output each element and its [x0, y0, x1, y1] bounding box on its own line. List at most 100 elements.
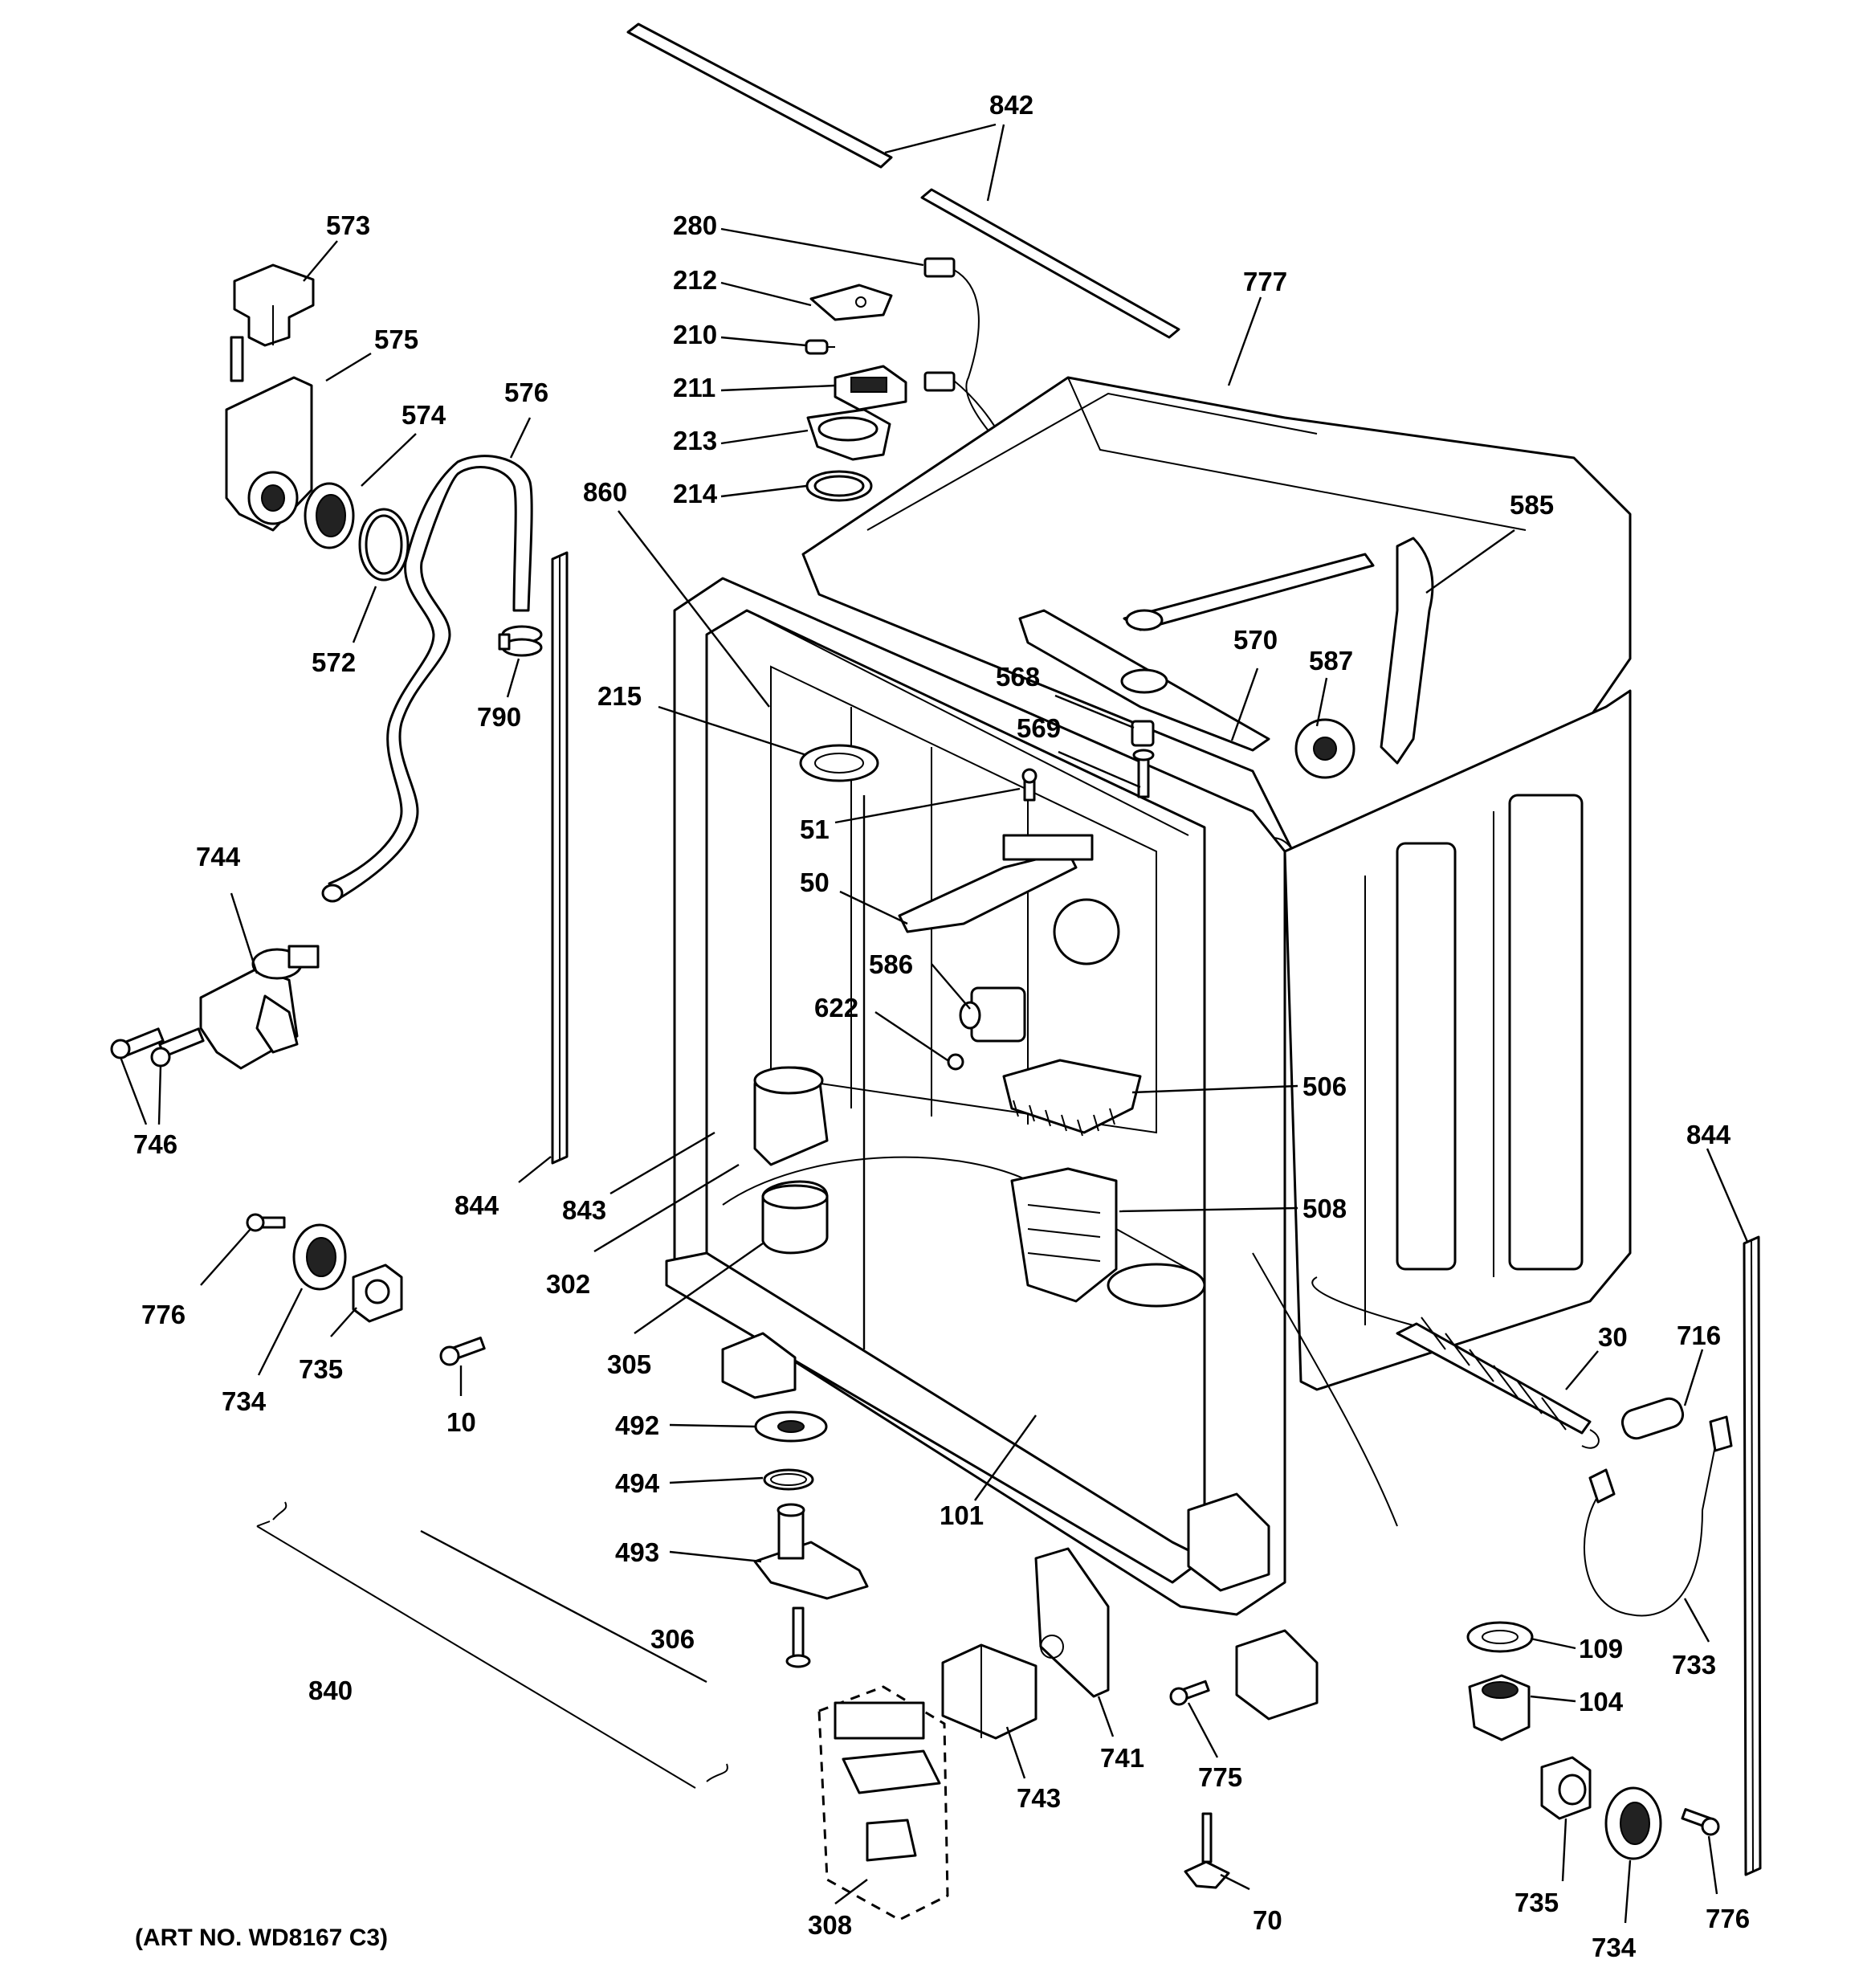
wheel-734-left [292, 1223, 347, 1291]
screw-775 [1169, 1680, 1210, 1706]
callout-735-left: 735 [299, 1354, 343, 1384]
hose-576 [321, 455, 533, 903]
callout-labels: 842 280 212 210 211 213 214 777 573 575 … [133, 90, 1750, 1962]
callout-860: 860 [583, 477, 627, 507]
inlet-493 [753, 1503, 869, 1600]
screw-776-right [1681, 1808, 1720, 1836]
callout-844-right: 844 [1686, 1120, 1731, 1149]
sump-215 [799, 744, 879, 782]
callout-741: 741 [1100, 1743, 1144, 1773]
knob-587 [1294, 718, 1355, 779]
callout-735-right: 735 [1514, 1888, 1559, 1917]
callout-494: 494 [615, 1468, 660, 1498]
filter-506 [1002, 1059, 1142, 1137]
callout-575: 575 [374, 325, 418, 354]
baffle-50 [898, 834, 1094, 933]
callout-214: 214 [673, 479, 718, 508]
gasket-214 [805, 470, 873, 502]
motor-302 [753, 1066, 829, 1166]
callout-506: 506 [1302, 1072, 1347, 1101]
callout-777: 777 [1243, 267, 1287, 296]
callout-508: 508 [1302, 1194, 1347, 1223]
wheel-734-right [1604, 1786, 1662, 1860]
callout-775: 775 [1198, 1762, 1242, 1792]
callout-302: 302 [546, 1269, 590, 1299]
nut-104 [1468, 1674, 1531, 1741]
tub-777 [665, 376, 1632, 1721]
rail-strip-842 [626, 22, 1180, 339]
screw-622 [947, 1053, 964, 1071]
door-seal-844-right [1743, 1235, 1762, 1876]
callout-70: 70 [1253, 1905, 1282, 1935]
callout-280: 280 [673, 210, 717, 240]
callout-574: 574 [402, 400, 446, 430]
bracket-212 [809, 284, 893, 321]
callout-308: 308 [808, 1910, 852, 1940]
callout-776-left: 776 [141, 1300, 185, 1329]
callout-570: 570 [1233, 625, 1278, 655]
inlet-586 [959, 986, 1026, 1043]
bumper-716 [1620, 1397, 1685, 1440]
callout-776-right: 776 [1706, 1904, 1750, 1933]
cable-733 [1583, 1415, 1733, 1617]
screw-569 [1132, 749, 1155, 798]
callout-716: 716 [1677, 1321, 1721, 1350]
shield-741 [1034, 1547, 1110, 1698]
basket-508 [1010, 1167, 1118, 1303]
callout-743: 743 [1017, 1783, 1061, 1813]
callout-212: 212 [673, 265, 717, 295]
spring-30 [1311, 1276, 1600, 1449]
callout-585: 585 [1510, 490, 1554, 520]
callout-101: 101 [940, 1500, 984, 1530]
callout-790: 790 [477, 702, 521, 732]
callout-306: 306 [650, 1624, 695, 1654]
door-seal-844-left [551, 551, 569, 1165]
module-743 [941, 1643, 1037, 1740]
callout-842: 842 [989, 90, 1033, 120]
spray-arm-570 [1018, 553, 1375, 752]
ring-494 [763, 1468, 814, 1491]
callout-744: 744 [196, 842, 241, 872]
pump-305 [761, 1180, 829, 1255]
screw-51 [1021, 768, 1037, 802]
callout-492: 492 [615, 1410, 659, 1440]
vent-housing-575 [225, 376, 313, 532]
screw-306 [785, 1606, 811, 1668]
float-switch-213 [806, 408, 891, 461]
callout-213: 213 [673, 426, 717, 455]
connector-210 [805, 339, 835, 355]
foot-70 [1184, 1812, 1230, 1889]
callout-733: 733 [1672, 1650, 1716, 1680]
callout-587: 587 [1309, 646, 1353, 676]
callout-586: 586 [869, 949, 913, 979]
callout-746: 746 [133, 1129, 177, 1159]
callout-104: 104 [1579, 1687, 1624, 1717]
callout-844-left: 844 [455, 1190, 499, 1220]
bearing-568 [1131, 720, 1155, 747]
washer-109 [1466, 1621, 1534, 1653]
seal-572 [358, 508, 410, 582]
callout-734-right: 734 [1592, 1933, 1637, 1962]
callout-622: 622 [814, 993, 858, 1023]
switch-assembly-308 [817, 1685, 949, 1921]
cap-492 [754, 1410, 828, 1443]
bracket-735-left [352, 1263, 403, 1323]
screw-10 [439, 1337, 486, 1366]
wire-840 [256, 1501, 728, 1789]
callout-210: 210 [673, 320, 717, 349]
callout-568: 568 [996, 662, 1040, 692]
callout-109: 109 [1579, 1634, 1623, 1663]
callout-573: 573 [326, 210, 370, 240]
vent-573 [230, 263, 315, 382]
art-number: (ART NO. WD8167 C3) [135, 1925, 388, 1951]
callout-51: 51 [800, 814, 830, 844]
callout-10: 10 [446, 1407, 476, 1437]
callout-840: 840 [308, 1676, 353, 1705]
callout-215: 215 [597, 681, 642, 711]
callout-211: 211 [673, 373, 715, 402]
callout-30: 30 [1598, 1322, 1628, 1352]
callout-50: 50 [800, 867, 830, 897]
callout-734-left: 734 [222, 1386, 267, 1416]
vent-cap-574 [304, 482, 355, 549]
